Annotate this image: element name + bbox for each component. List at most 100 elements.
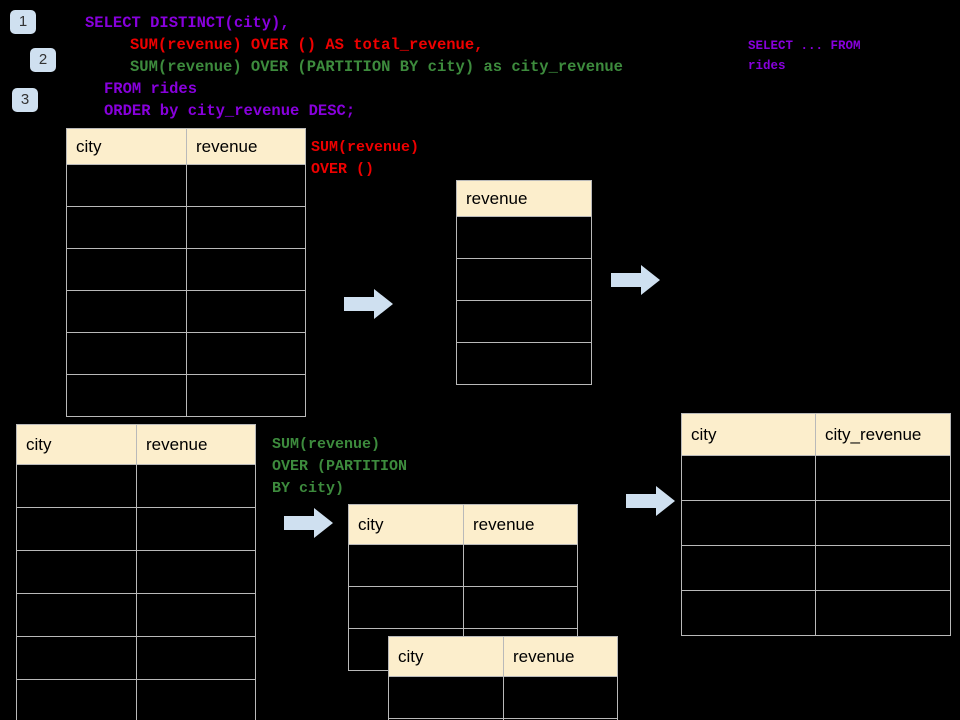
cell-revenue bbox=[136, 636, 256, 680]
table-row bbox=[66, 374, 306, 417]
cell-revenue bbox=[136, 507, 256, 551]
table-header-row: city city_revenue bbox=[681, 413, 951, 456]
table-header-row: city revenue bbox=[388, 636, 618, 677]
sql-line-order-by: ORDER by city_revenue DESC; bbox=[104, 102, 356, 120]
cell-revenue bbox=[456, 342, 592, 385]
table-row bbox=[16, 464, 256, 508]
sql-line-from: FROM rides bbox=[104, 80, 198, 98]
cell-city bbox=[66, 248, 187, 291]
cell-city-revenue bbox=[815, 455, 951, 501]
table-total-revenue: revenue bbox=[456, 180, 592, 385]
table-row bbox=[681, 590, 951, 636]
cell-city-revenue bbox=[815, 545, 951, 591]
cell-revenue bbox=[456, 258, 592, 301]
cell-city bbox=[66, 290, 187, 333]
cell-city bbox=[16, 507, 137, 551]
cell-city bbox=[681, 500, 816, 546]
column-header-revenue: revenue bbox=[136, 424, 256, 465]
table-partition-source: city revenue bbox=[16, 424, 256, 720]
table-row bbox=[66, 206, 306, 249]
cell-revenue bbox=[456, 216, 592, 259]
table-row bbox=[16, 593, 256, 637]
column-header-city: city bbox=[66, 128, 187, 165]
sql-line-total-revenue: SUM(revenue) OVER () AS total_revenue, bbox=[130, 36, 484, 54]
cell-city bbox=[66, 206, 187, 249]
cell-city bbox=[16, 636, 137, 680]
step-badge-2: 2 bbox=[30, 48, 56, 72]
table-row bbox=[681, 545, 951, 591]
table-row bbox=[388, 718, 618, 720]
cell-revenue bbox=[503, 676, 618, 719]
column-header-city: city bbox=[388, 636, 504, 677]
cell-revenue bbox=[463, 544, 578, 587]
column-header-revenue: revenue bbox=[456, 180, 592, 217]
table-row bbox=[66, 290, 306, 333]
column-header-city: city bbox=[16, 424, 137, 465]
table-row bbox=[388, 676, 618, 719]
table-row bbox=[16, 550, 256, 594]
cell-revenue bbox=[503, 718, 618, 720]
annotation-city-revenue: SUM(revenue) OVER (PARTITION BY city) bbox=[272, 436, 408, 497]
table-row bbox=[348, 586, 578, 629]
cell-revenue bbox=[136, 593, 256, 637]
table-header-row: revenue bbox=[456, 180, 592, 217]
table-source-rides: city revenue bbox=[66, 128, 306, 417]
cell-city-revenue bbox=[815, 500, 951, 546]
step-badge-1: 1 bbox=[10, 10, 36, 34]
cell-city bbox=[348, 586, 464, 629]
sql-line-city-revenue: SUM(revenue) OVER (PARTITION BY city) as… bbox=[130, 58, 623, 76]
column-header-revenue: revenue bbox=[463, 504, 578, 545]
cell-city bbox=[681, 455, 816, 501]
column-header-revenue: revenue bbox=[186, 128, 306, 165]
cell-city-revenue bbox=[815, 590, 951, 636]
cell-city bbox=[681, 590, 816, 636]
table-row bbox=[456, 300, 592, 343]
table-row bbox=[348, 544, 578, 587]
cell-city bbox=[681, 545, 816, 591]
sql-line-select: SELECT DISTINCT(city), bbox=[85, 14, 290, 32]
cell-revenue bbox=[186, 374, 306, 417]
cell-revenue bbox=[186, 206, 306, 249]
cell-revenue bbox=[136, 464, 256, 508]
step-badge-3: 3 bbox=[12, 88, 38, 112]
cell-city bbox=[66, 164, 187, 207]
table-row bbox=[456, 258, 592, 301]
cell-city bbox=[66, 374, 187, 417]
column-header-city-revenue: city_revenue bbox=[815, 413, 951, 456]
cell-revenue bbox=[463, 586, 578, 629]
cell-city bbox=[16, 679, 137, 720]
cell-revenue bbox=[186, 164, 306, 207]
cell-revenue bbox=[186, 248, 306, 291]
cell-revenue bbox=[186, 332, 306, 375]
cell-city bbox=[16, 464, 137, 508]
arrow-partition-to-final bbox=[626, 485, 676, 522]
table-header-row: city revenue bbox=[66, 128, 306, 165]
cell-revenue bbox=[456, 300, 592, 343]
arrow-total-to-final bbox=[611, 264, 661, 301]
cell-revenue bbox=[186, 290, 306, 333]
table-header-row: city revenue bbox=[16, 424, 256, 465]
column-header-city: city bbox=[681, 413, 816, 456]
table-row bbox=[681, 455, 951, 501]
cell-city bbox=[66, 332, 187, 375]
table-row bbox=[456, 216, 592, 259]
column-header-city: city bbox=[348, 504, 464, 545]
annotation-total-revenue: SUM(revenue) OVER () bbox=[311, 139, 420, 178]
table-row bbox=[66, 332, 306, 375]
arrow-source-to-total bbox=[344, 288, 394, 325]
arrow-source-to-partition bbox=[284, 507, 334, 544]
cell-revenue bbox=[136, 679, 256, 720]
table-row bbox=[16, 636, 256, 680]
table-row bbox=[66, 164, 306, 207]
table-header-row: city revenue bbox=[348, 504, 578, 545]
cell-city bbox=[16, 550, 137, 594]
cell-revenue bbox=[136, 550, 256, 594]
table-row bbox=[16, 679, 256, 720]
table-row bbox=[66, 248, 306, 291]
column-header-revenue: revenue bbox=[503, 636, 618, 677]
sql-side-note: SELECT ... FROM rides bbox=[748, 39, 861, 73]
cell-city bbox=[388, 676, 504, 719]
table-row bbox=[456, 342, 592, 385]
table-row bbox=[681, 500, 951, 546]
